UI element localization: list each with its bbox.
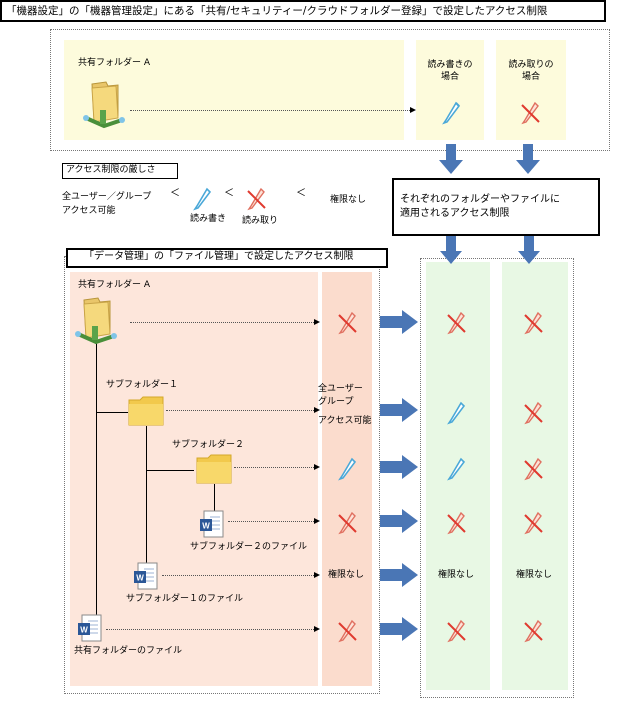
read-write-pencil-icon xyxy=(338,457,357,481)
legend-title-box xyxy=(62,163,178,179)
results-read-column xyxy=(502,262,568,690)
read-only-crossed-pencil-icon xyxy=(524,457,543,481)
legend-all-users-2: アクセス可能 xyxy=(62,206,116,216)
read-only-crossed-pencil-icon xyxy=(338,311,357,335)
row4-connector xyxy=(228,521,316,522)
read-only-crossed-pencil-icon xyxy=(447,619,466,643)
word-document-icon: W xyxy=(134,562,158,590)
row4-arrowhead xyxy=(314,518,320,524)
read-only-crossed-pencil-icon xyxy=(338,511,357,535)
device-write-column xyxy=(416,40,484,140)
subfolder2-file-label: サブフォルダー２のファイル xyxy=(190,542,308,552)
read-write-pencil-icon xyxy=(442,101,461,125)
read-only-crossed-pencil-icon xyxy=(338,619,357,643)
subfolder1-folder-icon xyxy=(128,396,164,426)
device-read-column xyxy=(496,40,566,140)
data-folder-a-label: 共有フォルダー A xyxy=(78,280,151,290)
block-arrow-icon xyxy=(380,455,418,479)
row6-arrowhead xyxy=(314,626,320,632)
read-only-crossed-pencil-icon xyxy=(524,401,543,425)
device-settings-panel xyxy=(50,29,610,151)
row1-arrowhead xyxy=(314,319,320,325)
row5-arrowhead xyxy=(314,572,320,578)
legend-less-than-3: ＜ xyxy=(296,188,306,199)
results-panel xyxy=(420,258,574,698)
read-write-pencil-icon xyxy=(193,187,212,211)
read-only-crossed-pencil-icon xyxy=(524,619,543,643)
legend-all-users-1: 全ユーザー／グループ xyxy=(62,192,152,202)
all-users-access-2: グループ xyxy=(318,397,354,407)
legend-title: アクセス制限の厳しさ xyxy=(66,165,156,175)
svg-text:W: W xyxy=(80,626,88,635)
device-connector-arrowhead xyxy=(410,107,416,113)
row2-arrowhead xyxy=(314,407,320,413)
shared-file-label: 共有フォルダーのファイル xyxy=(74,646,183,656)
all-users-access-1: 全ユーザー xyxy=(318,384,363,394)
tree-sub1-trunk xyxy=(146,426,147,568)
read-write-pencil-icon xyxy=(447,401,466,425)
data-no-permission: 権限なし xyxy=(328,570,365,580)
shared-folder-icon xyxy=(83,81,125,129)
device-read-header-2: 場合 xyxy=(521,72,540,82)
subfolder2-label: サブフォルダー２ xyxy=(172,440,245,450)
read-only-crossed-pencil-icon xyxy=(524,311,543,335)
tree-branch-sub2 xyxy=(146,470,194,471)
subfolder1-label: サブフォルダー１ xyxy=(106,380,179,390)
row2-connector xyxy=(166,410,316,411)
row5-connector xyxy=(162,575,316,576)
block-arrow-icon xyxy=(380,509,418,533)
block-arrow-icon xyxy=(380,617,418,641)
row3-arrowhead xyxy=(314,464,320,470)
block-arrow-icon xyxy=(518,236,540,264)
all-users-access-3: アクセス可能 xyxy=(318,416,372,426)
result-no-permission-write: 権限なし xyxy=(438,570,475,580)
diagram-title: 「機器設定」の「機器管理設定」にある「共有/セキュリティー/クラウドフォルダー登… xyxy=(0,0,606,22)
read-only-crossed-pencil-icon xyxy=(247,187,266,211)
subfolder2-folder-icon xyxy=(196,454,232,484)
subfolder1-file-label: サブフォルダー１のファイル xyxy=(126,594,244,604)
svg-text:W: W xyxy=(136,574,144,583)
device-dotted-connector xyxy=(130,110,412,111)
data-folder-area xyxy=(70,272,318,686)
svg-text:W: W xyxy=(202,522,210,531)
data-panel-title-box xyxy=(66,248,388,268)
data-panel-title: 「データ管理」の「ファイル管理」で設定したアクセス制限 xyxy=(84,251,354,262)
read-only-crossed-pencil-icon xyxy=(521,101,540,125)
row1-connector xyxy=(130,322,316,323)
read-write-pencil-icon xyxy=(447,457,466,481)
device-folder-label: 共有フォルダー A xyxy=(78,58,151,68)
legend-less-than-1: ＜ xyxy=(170,188,180,199)
applied-box-line-2: 適用されるアクセス制限 xyxy=(400,208,510,219)
device-folder-area xyxy=(64,40,404,140)
legend-less-than-2: ＜ xyxy=(224,188,234,199)
tree-branch-sub1 xyxy=(96,412,128,413)
row3-connector xyxy=(234,467,316,468)
block-arrow-icon xyxy=(440,236,462,264)
block-arrow-icon xyxy=(380,310,418,334)
legend-read-only: 読み取り xyxy=(242,216,279,226)
applied-box-line-1: それぞれのフォルダーやファイルに xyxy=(400,194,560,205)
legend-no-permission: 権限なし xyxy=(330,195,367,205)
read-only-crossed-pencil-icon xyxy=(524,511,543,535)
read-only-crossed-pencil-icon xyxy=(447,311,466,335)
row6-connector xyxy=(106,629,316,630)
block-arrow-icon xyxy=(380,398,418,422)
result-no-permission-read: 権限なし xyxy=(516,570,553,580)
word-document-icon: W xyxy=(78,614,102,642)
results-write-column xyxy=(426,262,490,690)
device-read-header-1: 読み取りの xyxy=(508,60,554,70)
device-write-header-2: 場合 xyxy=(440,72,459,82)
tree-trunk xyxy=(96,340,97,630)
device-write-header-1: 読み書きの xyxy=(427,60,473,70)
legend-read-write: 読み書き xyxy=(190,214,227,224)
data-restriction-column xyxy=(322,272,372,686)
tree-sub2-trunk xyxy=(214,484,215,518)
applied-restrictions-box xyxy=(392,178,600,236)
block-arrow-icon xyxy=(439,144,463,174)
word-document-icon: W xyxy=(200,510,224,538)
shared-folder-icon xyxy=(75,297,117,345)
block-arrow-icon xyxy=(380,563,418,587)
read-only-crossed-pencil-icon xyxy=(447,511,466,535)
block-arrow-icon xyxy=(516,144,540,174)
